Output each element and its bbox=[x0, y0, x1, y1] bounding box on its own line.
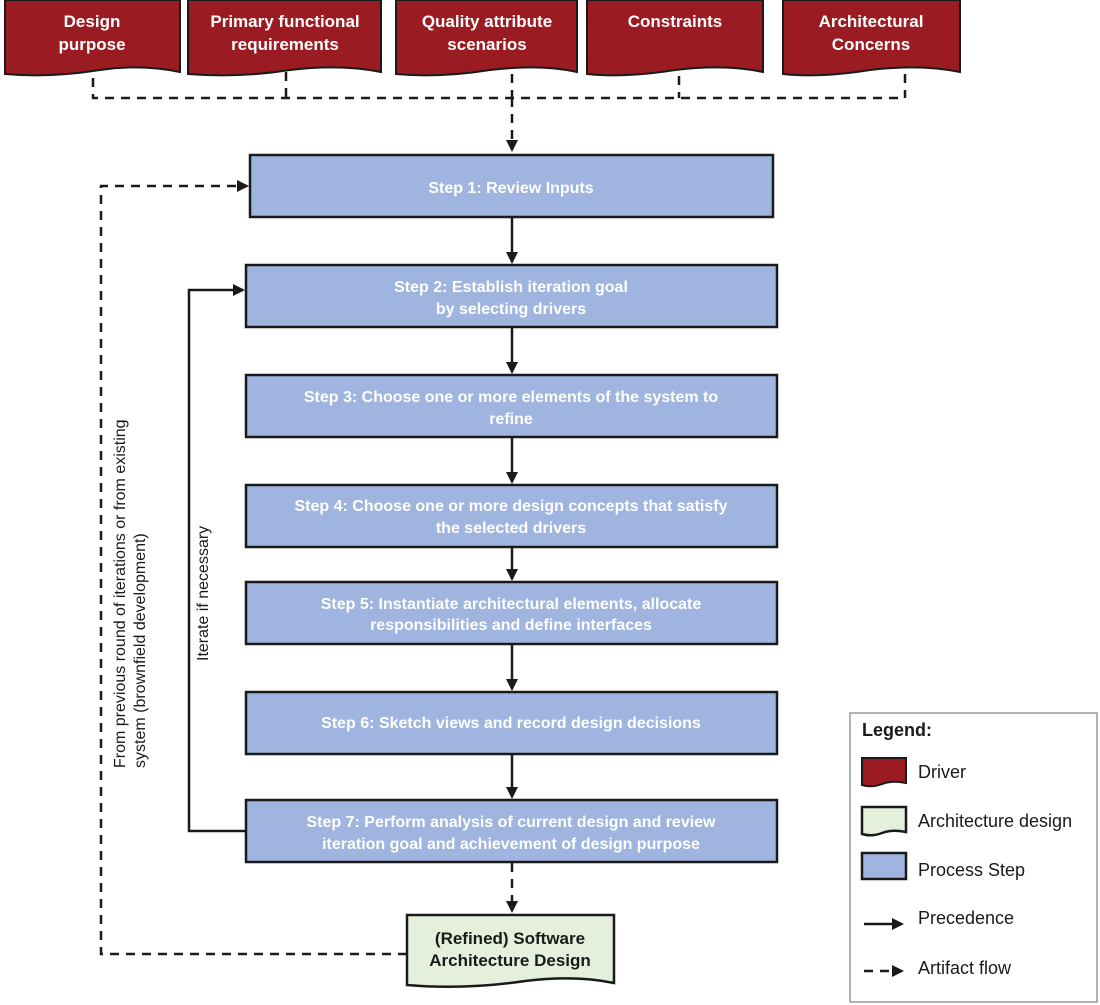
driver-label: scenarios bbox=[447, 35, 526, 54]
step-3-box: Step 3: Choose one or more elements of t… bbox=[244, 373, 779, 439]
step-label: the selected drivers bbox=[436, 520, 586, 537]
step-4-box: Step 4: Choose one or more design concep… bbox=[244, 483, 779, 549]
driver-label: Architectural bbox=[819, 12, 924, 31]
output-architecture-design: (Refined) Software Architecture Design bbox=[405, 913, 616, 989]
legend-title: Legend: bbox=[862, 720, 932, 740]
legend-driver-label: Driver bbox=[918, 762, 966, 782]
step-label: Step 6: Sketch views and record design d… bbox=[321, 715, 701, 732]
step-5-box: Step 5: Instantiate architectural elemen… bbox=[244, 580, 779, 646]
driver-constraints: Constraints bbox=[586, 0, 764, 77]
driver-label: requirements bbox=[231, 35, 339, 54]
step-label: responsibilities and define interfaces bbox=[370, 617, 652, 634]
step-6-box: Step 6: Sketch views and record design d… bbox=[244, 690, 779, 756]
driver-design-purpose: Design purpose bbox=[4, 0, 181, 77]
step-1-box: Step 1: Review Inputs bbox=[248, 153, 775, 219]
step-label: Step 5: Instantiate architectural elemen… bbox=[321, 596, 702, 613]
driver-connectors bbox=[91, 72, 907, 152]
legend-architecture-design-swatch bbox=[860, 805, 908, 837]
step-label: iteration goal and achievement of design… bbox=[322, 836, 700, 853]
driver-label: Concerns bbox=[832, 35, 910, 54]
legend-process-step-swatch bbox=[860, 851, 908, 881]
legend-process-step-label: Process Step bbox=[918, 860, 1025, 880]
legend-artifact-flow-label: Artifact flow bbox=[918, 958, 1012, 978]
iterate-label: Iterate if necessary bbox=[195, 526, 212, 661]
step-label: Step 4: Choose one or more design concep… bbox=[295, 498, 728, 515]
previous-round-label: system (brownfield development) bbox=[132, 533, 149, 768]
driver-label: Quality attribute bbox=[422, 12, 552, 31]
step-label: Step 7: Perform analysis of current desi… bbox=[306, 814, 716, 831]
driver-label: Primary functional bbox=[210, 12, 359, 31]
previous-round-label: From previous round of iterations or fro… bbox=[112, 419, 129, 768]
driver-architectural-concerns: Architectural Concerns bbox=[782, 0, 961, 77]
driver-primary-functional-requirements: Primary functional requirements bbox=[187, 0, 382, 77]
driver-label: purpose bbox=[58, 35, 125, 54]
step-label: by selecting drivers bbox=[436, 301, 586, 318]
step-label: Step 1: Review Inputs bbox=[428, 180, 593, 197]
step-label: Step 3: Choose one or more elements of t… bbox=[304, 389, 719, 406]
iterate-loop-arrow bbox=[187, 284, 246, 833]
step-2-box: Step 2: Establish iteration goal by sele… bbox=[244, 263, 779, 329]
step-label: Step 2: Establish iteration goal bbox=[394, 279, 628, 296]
output-label: (Refined) Software bbox=[435, 929, 585, 948]
legend-architecture-design-label: Architecture design bbox=[918, 811, 1072, 831]
driver-quality-attribute-scenarios: Quality attribute scenarios bbox=[395, 0, 578, 77]
step-label: refine bbox=[489, 411, 533, 428]
brownfield-flow-arrow bbox=[99, 180, 407, 956]
legend-driver-swatch bbox=[861, 757, 907, 788]
driver-label: Design bbox=[64, 12, 121, 31]
driver-label: Constraints bbox=[628, 12, 722, 31]
output-label: Architecture Design bbox=[429, 951, 591, 970]
step-7-box: Step 7: Perform analysis of current desi… bbox=[244, 798, 779, 864]
legend-precedence-label: Precedence bbox=[918, 908, 1014, 928]
legend: Legend: Driver Architecture design Proce… bbox=[849, 712, 1098, 1003]
